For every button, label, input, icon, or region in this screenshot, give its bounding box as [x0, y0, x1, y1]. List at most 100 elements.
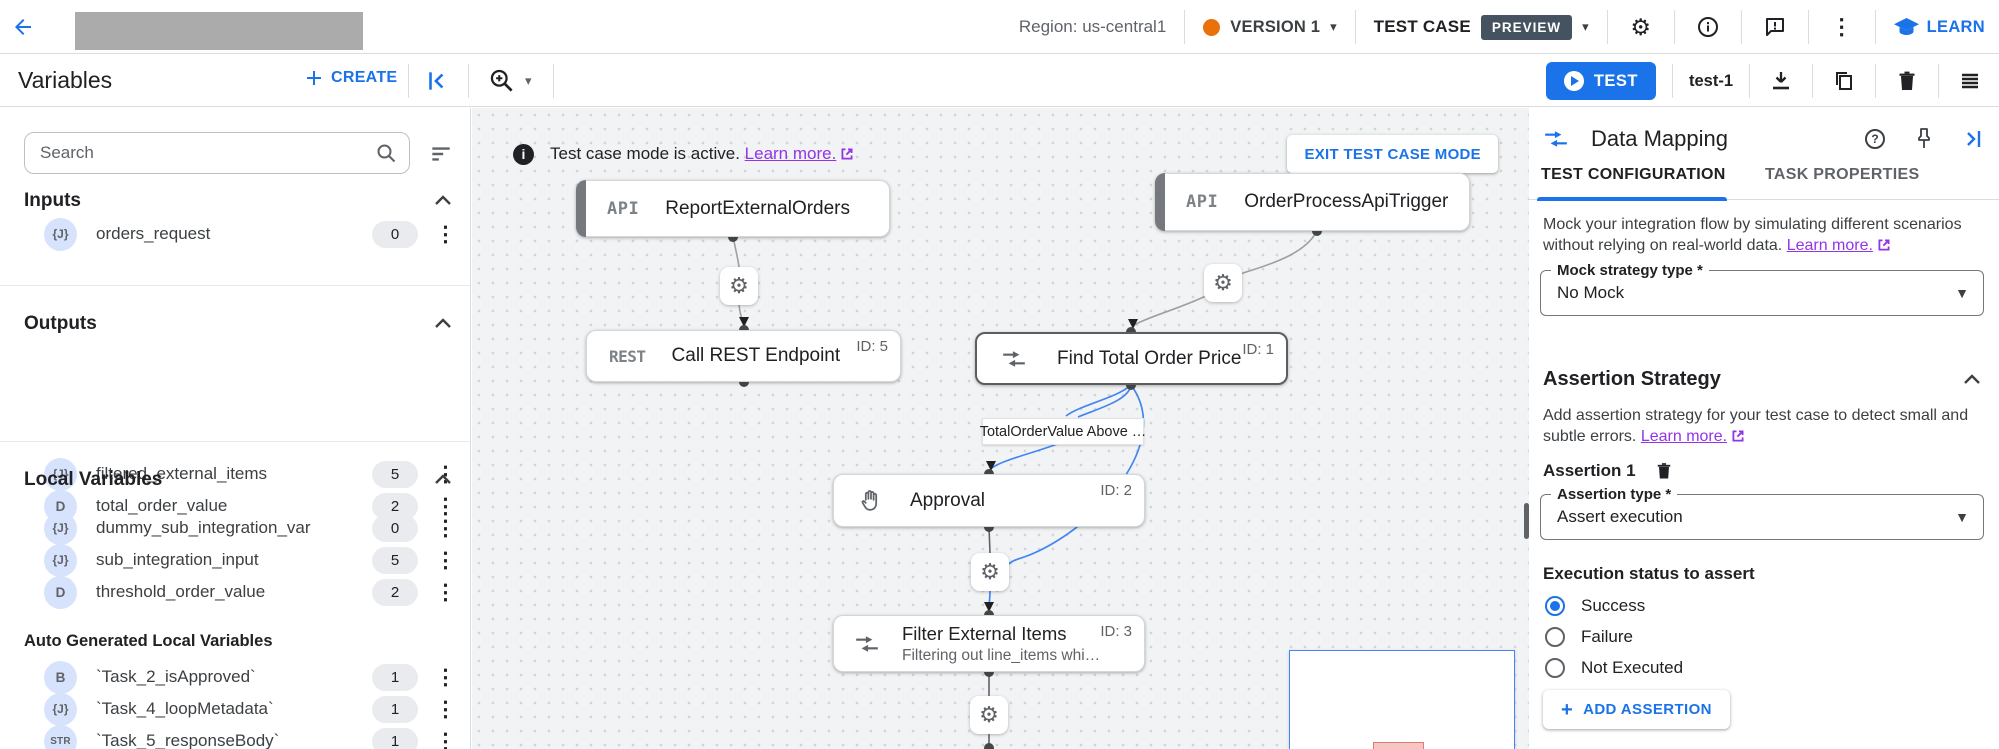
feedback-button[interactable] [1760, 12, 1790, 42]
more-options-button[interactable]: ⋮ [1827, 12, 1857, 42]
duplicate-button[interactable] [1829, 66, 1859, 96]
test-mode-banner: i Test case mode is active. Learn more. … [490, 135, 1500, 173]
variable-row[interactable]: D total_order_value 2 ⋮ [44, 489, 456, 523]
learn-more-link[interactable]: Learn more. [1786, 237, 1873, 255]
divider [1812, 64, 1813, 98]
variables-toolbar: Variables CREATE ▾ TEST test-1 [0, 55, 1999, 107]
version-selector[interactable]: VERSION 1 ▾ [1203, 18, 1337, 37]
task-node-approval[interactable]: Approval ID: 2 [833, 474, 1145, 527]
test-case-mode-selector[interactable]: TEST CASE PREVIEW ▾ [1373, 14, 1589, 40]
radio-option-success[interactable]: Success [1545, 596, 1645, 616]
select-label: Assertion type * [1551, 486, 1678, 503]
variable-row[interactable]: {J} dummy_sub_integration_var 0 ⋮ [44, 511, 456, 545]
pin-icon[interactable] [1913, 127, 1935, 151]
task-node-filter-external-items[interactable]: Filter External Items Filtering out line… [833, 615, 1145, 672]
data-mapping-panel: Data Mapping ? TEST CONFIGURATION TASK P… [1529, 108, 1999, 749]
variable-name: orders_request [96, 224, 211, 243]
task-node-find-total-order-price[interactable]: Find Total Order Price ID: 1 [975, 332, 1288, 385]
divider [1354, 10, 1356, 44]
minimap-viewport[interactable] [1373, 742, 1424, 749]
variable-name: dummy_sub_integration_var [96, 518, 311, 537]
row-kebab-menu[interactable]: ⋮ [435, 516, 456, 540]
divider [0, 285, 470, 286]
info-button[interactable] [1693, 12, 1723, 42]
preview-badge: PREVIEW [1480, 14, 1573, 40]
settings-button[interactable]: ⚙ [1626, 12, 1656, 42]
collapse-right-icon[interactable] [1961, 127, 1985, 151]
exit-test-case-mode-button[interactable]: EXIT TEST CASE MODE [1287, 135, 1498, 173]
trigger-node-order-process-api-trigger[interactable]: API OrderProcessApiTrigger [1155, 173, 1470, 231]
chevron-up-icon[interactable] [1963, 373, 1981, 385]
add-assertion-button[interactable]: + ADD ASSERTION [1543, 690, 1730, 729]
row-kebab-menu[interactable]: ⋮ [435, 494, 456, 518]
create-variable-button[interactable]: CREATE [305, 69, 397, 87]
edge-settings-gear-icon[interactable]: ⚙ [1204, 264, 1242, 302]
chevron-down-icon: ▾ [525, 72, 532, 88]
assertion-description-text: Add assertion strategy for your test cas… [1543, 407, 1969, 446]
delete-button[interactable] [1892, 66, 1922, 96]
collapse-sidebar-button[interactable] [424, 68, 450, 99]
integration-canvas[interactable]: i Test case mode is active. Learn more. … [472, 108, 1529, 749]
variable-row[interactable]: {J} sub_integration_input 5 ⋮ [44, 543, 456, 577]
row-kebab-menu[interactable]: ⋮ [435, 222, 456, 246]
search-input[interactable] [24, 132, 410, 174]
help-icon[interactable]: ? [1863, 127, 1887, 151]
tab-task-properties[interactable]: TASK PROPERTIES [1765, 166, 1920, 183]
canvas-minimap[interactable] [1289, 650, 1515, 749]
radio-option-failure[interactable]: Failure [1545, 627, 1633, 647]
variable-row[interactable]: STR `Task_5_responseBody` 1 ⋮ [44, 724, 456, 749]
panel-tabs: TEST CONFIGURATION TASK PROPERTIES [1529, 166, 1999, 200]
divider [1740, 10, 1742, 44]
radio-icon[interactable] [1545, 627, 1565, 647]
create-label: CREATE [331, 69, 398, 86]
data-mapping-icon [1545, 131, 1567, 147]
trigger-node-report-external-orders[interactable]: API ReportExternalOrders [576, 180, 890, 237]
row-kebab-menu[interactable]: ⋮ [435, 580, 456, 604]
sort-icon[interactable] [428, 141, 454, 167]
delete-assertion-trash-icon[interactable] [1654, 460, 1674, 482]
panel-resize-handle[interactable] [1524, 503, 1529, 539]
chevron-up-icon[interactable] [434, 317, 452, 329]
mock-strategy-select[interactable]: Mock strategy type * No Mock ▼ [1540, 262, 1984, 316]
back-button[interactable] [0, 0, 46, 54]
assertion-type-select[interactable]: Assertion type * Assert execution ▼ [1540, 486, 1984, 540]
mock-description: Mock your integration flow by simulating… [1543, 214, 1991, 256]
task-node-call-rest-endpoint[interactable]: REST Call REST Endpoint ID: 5 [586, 330, 901, 382]
chevron-up-icon[interactable] [434, 194, 452, 206]
row-kebab-menu[interactable]: ⋮ [435, 665, 456, 689]
download-button[interactable] [1766, 66, 1796, 96]
learn-button[interactable]: LEARN [1893, 17, 1985, 37]
variable-name: sub_integration_input [96, 550, 259, 569]
learn-more-link[interactable]: Learn more. [744, 144, 837, 163]
add-assertion-label: ADD ASSERTION [1583, 701, 1712, 718]
test-button-label: TEST [1593, 71, 1638, 90]
chevron-up-icon[interactable] [434, 473, 452, 485]
node-id-label: ID: 2 [1100, 482, 1132, 499]
test-case-label: TEST CASE [1373, 17, 1471, 36]
tab-test-configuration[interactable]: TEST CONFIGURATION [1541, 166, 1726, 183]
plus-icon: + [1561, 698, 1574, 721]
variable-row[interactable]: B `Task_2_isApproved` 1 ⋮ [44, 660, 456, 694]
edge-condition-label[interactable]: TotalOrderValue Above … [980, 418, 1146, 445]
row-kebab-menu[interactable]: ⋮ [435, 548, 456, 572]
variable-row[interactable]: D threshold_order_value 2 ⋮ [44, 575, 456, 609]
edge-settings-gear-icon[interactable]: ⚙ [971, 553, 1009, 591]
page-title: Variables [18, 67, 113, 93]
variable-name: `Task_5_responseBody` [96, 731, 280, 749]
radio-option-not-executed[interactable]: Not Executed [1545, 658, 1683, 678]
variable-row[interactable]: {J} orders_request 0 ⋮ [44, 217, 456, 251]
row-kebab-menu[interactable]: ⋮ [435, 729, 456, 749]
zoom-control[interactable]: ▾ [488, 67, 532, 94]
usage-count-badge: 0 [372, 514, 418, 542]
assertion-description: Add assertion strategy for your test cas… [1543, 405, 1991, 447]
json-type-icon: {J} [44, 511, 77, 545]
log-menu-button[interactable] [1955, 66, 1985, 96]
test-button[interactable]: TEST [1545, 62, 1656, 100]
variable-row[interactable]: {J} `Task_4_loopMetadata` 1 ⋮ [44, 692, 456, 726]
edge-settings-gear-icon[interactable]: ⚙ [720, 267, 758, 305]
row-kebab-menu[interactable]: ⋮ [435, 697, 456, 721]
edge-settings-gear-icon[interactable]: ⚙ [970, 696, 1008, 734]
radio-icon[interactable] [1545, 596, 1565, 616]
learn-more-link[interactable]: Learn more. [1640, 428, 1728, 446]
radio-icon[interactable] [1545, 658, 1565, 678]
